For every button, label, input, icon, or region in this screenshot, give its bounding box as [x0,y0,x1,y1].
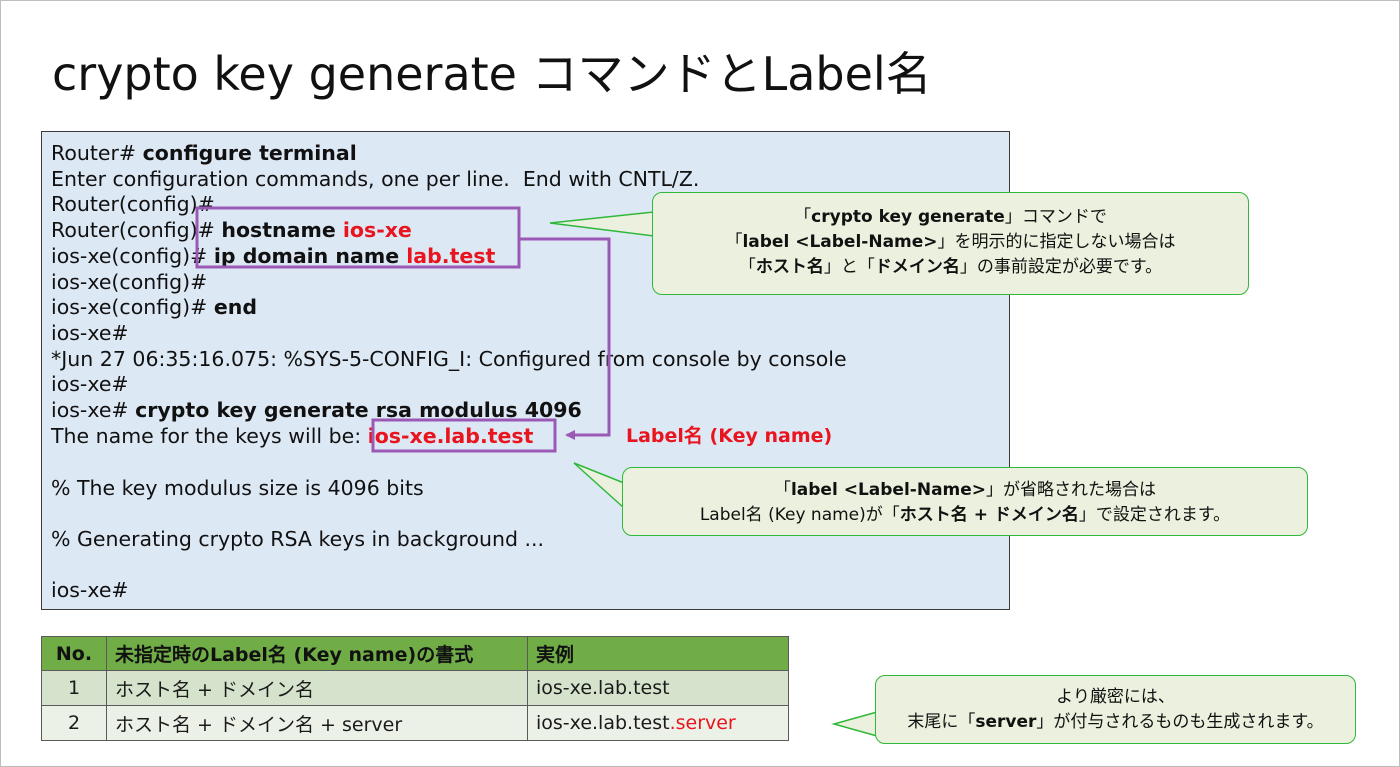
command-text: configure terminal [142,141,357,165]
terminal-line: ios-xe# crypto key generate rsa modulus … [51,397,582,423]
terminal-line: ios-xe# [51,578,129,602]
prompt-text: ios-xe(config)# [51,244,214,268]
prompt-text: Router(config)# [51,218,222,242]
example-base: ios-xe.lab.test [536,712,670,734]
prompt-text: Router# [51,141,143,165]
terminal-line: ios-xe(config)# ip domain name lab.test [51,243,495,269]
terminal-line: *Jun 27 06:35:16.075: %SYS-5-CONFIG_I: C… [51,347,847,371]
cell-format: ホスト名 + ドメイン名 + server [106,705,528,741]
prompt-text: ios-xe(config)# [51,295,214,319]
cell-no: 1 [41,670,107,706]
output-text: The name for the keys will be: [51,424,368,448]
command-text: hostname [221,218,343,242]
terminal-line: Router# configure terminal [51,140,357,166]
example-server-suffix: .server [669,712,736,734]
terminal-line: ios-xe# [51,372,129,396]
slide-title: crypto key generate コマンドとLabel名 [52,47,932,101]
callout-line: より厳密には、 [1056,687,1175,707]
col-header-format: 未指定時のLabel名 (Key name)の書式 [106,636,528,671]
command-text: crypto key generate rsa modulus 4096 [135,398,582,422]
terminal-line: Router(config)# hostname ios-xe [51,217,412,243]
cell-no: 2 [41,705,107,741]
callout-line: Label名 (Key name)が「ホスト名 + ドメイン名」で設定されます。 [699,505,1231,525]
callout-line: 「crypto key generate」コマンドで [794,207,1107,227]
command-text: ip domain name [213,244,407,268]
table-header-row: No. 未指定時のLabel名 (Key name)の書式 実例 [41,636,789,671]
callout-label-requirement: 「crypto key generate」コマンドで 「label <Label… [652,192,1249,295]
domain-value: lab.test [406,244,496,268]
terminal-line: Enter configuration commands, one per li… [51,167,700,191]
label-name-annotation: Label名 (Key name) [626,425,833,447]
terminal-line: % Generating crypto RSA keys in backgrou… [51,527,545,551]
col-header-example: 実例 [527,636,789,671]
terminal-line: ios-xe# [51,321,129,345]
callout-line: 「label <Label-Name>」が省略された場合は [773,480,1157,500]
key-label-value: ios-xe.lab.test [367,424,534,448]
terminal-line: Router(config)# [51,192,215,216]
prompt-text: ios-xe# [51,398,136,422]
callout-server-suffix: より厳密には、 末尾に「server」が付与されるものも生成されます。 [875,675,1356,744]
table-row: 1 ホスト名 + ドメイン名 ios-xe.lab.test [41,670,789,706]
hostname-value: ios-xe [342,218,412,242]
command-text: end [213,295,258,319]
callout-line: 「ホスト名」と「ドメイン名」の事前設定が必要です。 [738,257,1163,277]
terminal-line: ios-xe(config)# end [51,294,257,320]
cell-example: ios-xe.lab.test.server [527,705,789,741]
table-row: 2 ホスト名 + ドメイン名 + server ios-xe.lab.test.… [41,705,789,741]
label-format-table: No. 未指定時のLabel名 (Key name)の書式 実例 1 ホスト名 … [41,636,789,741]
terminal-line: % The key modulus size is 4096 bits [51,476,424,500]
terminal-line: The name for the keys will be: ios-xe.la… [51,423,533,449]
terminal-line: ios-xe(config)# [51,270,208,294]
cell-example: ios-xe.lab.test [527,670,789,706]
callout-line: 「label <Label-Name>」を明示的に指定しない場合は [725,232,1176,252]
col-header-no: No. [41,636,107,671]
cell-format: ホスト名 + ドメイン名 [106,670,528,706]
callout-line: 末尾に「server」が付与されるものも生成されます。 [907,712,1324,732]
callout-label-omitted: 「label <Label-Name>」が省略された場合は Label名 (Ke… [622,467,1308,536]
